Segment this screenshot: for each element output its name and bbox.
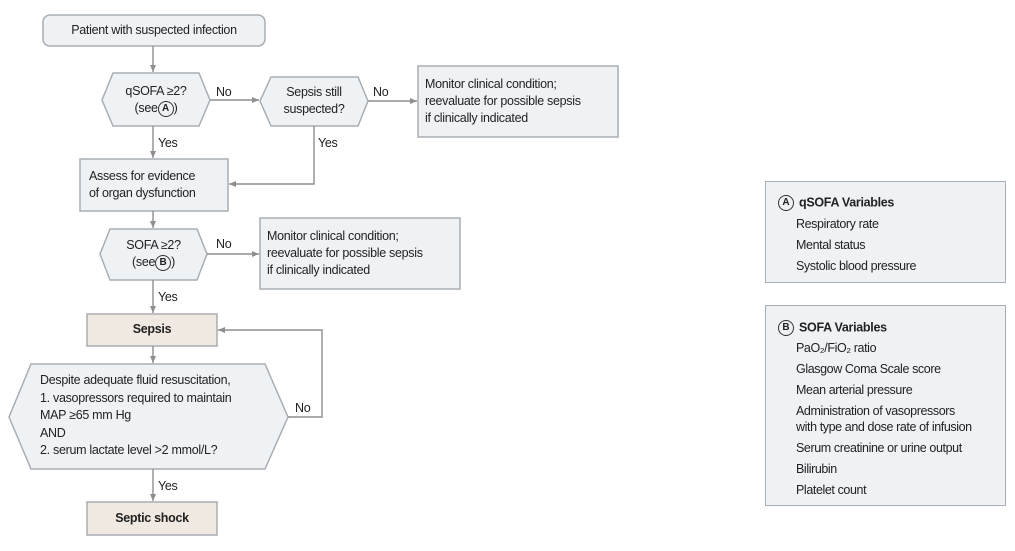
monitor-1-label: Monitor clinical condition; reevaluate f… (425, 77, 581, 125)
yes-label: Yes (318, 136, 338, 150)
shock-question-label: Despite adequate fluid resuscitation, 1.… (40, 373, 232, 457)
close-paren: ) (171, 255, 175, 269)
no-label: No (295, 401, 311, 415)
yes-label: Yes (158, 136, 178, 150)
badge-a-icon: A (157, 100, 174, 117)
sofa-question: SOFA ≥2? (126, 238, 181, 252)
no-label: No (216, 237, 232, 251)
legend-item: Systolic blood pressure (796, 259, 917, 273)
badge-b-icon: B (778, 320, 794, 336)
arrow (218, 327, 323, 418)
assess-box (79, 158, 229, 212)
badge-a-icon: A (778, 195, 794, 211)
monitor-2-label: Monitor clinical condition; reevaluate f… (267, 229, 423, 277)
monitor-box-1 (417, 65, 619, 138)
sepsis-still-label: Sepsis still suspected? (283, 85, 345, 116)
yes-label: Yes (158, 479, 178, 493)
legend-title: B SOFA Variables (778, 320, 887, 336)
legend-item: Respiratory rate (796, 217, 879, 231)
monitor-box-2 (259, 217, 461, 290)
assess-label: Assess for evidence of organ dysfunction (89, 169, 196, 200)
legend-item: Mean arterial pressure (796, 383, 913, 397)
see-text: (see (134, 101, 158, 115)
close-paren: ) (173, 101, 178, 115)
legend-title-text: SOFA Variables (799, 320, 887, 335)
legend-item: Platelet count (796, 483, 867, 497)
qsofa-question: qSOFA ≥2? (125, 84, 187, 98)
sepsis-box (86, 313, 218, 347)
legend-sofa: B SOFA Variables PaO₂/FiO₂ ratio Glasgow … (765, 305, 1006, 506)
no-label: No (373, 85, 389, 99)
legend-item: Bilirubin (796, 462, 837, 476)
septic-shock-label: Septic shock (115, 511, 189, 525)
start-label: Patient with suspected infection (71, 23, 237, 37)
no-label: No (216, 85, 232, 99)
yes-label: Yes (158, 290, 178, 304)
legend-title-text: qSOFA Variables (799, 195, 895, 210)
badge-b-icon: B (155, 254, 172, 271)
legend-item: Serum creatinine or urine output (796, 441, 962, 455)
arrow (229, 126, 315, 187)
legend-item: Glasgow Coma Scale score (796, 362, 941, 376)
see-text: (see (132, 255, 156, 269)
legend-item: Administration of vasopressors with type… (796, 404, 972, 434)
legend-item: PaO₂/FiO₂ ratio (796, 341, 877, 355)
septic-shock-box (86, 501, 218, 536)
start-box (42, 14, 266, 47)
sepsis-label: Sepsis (132, 322, 172, 336)
legend-item: Mental status (796, 238, 866, 252)
